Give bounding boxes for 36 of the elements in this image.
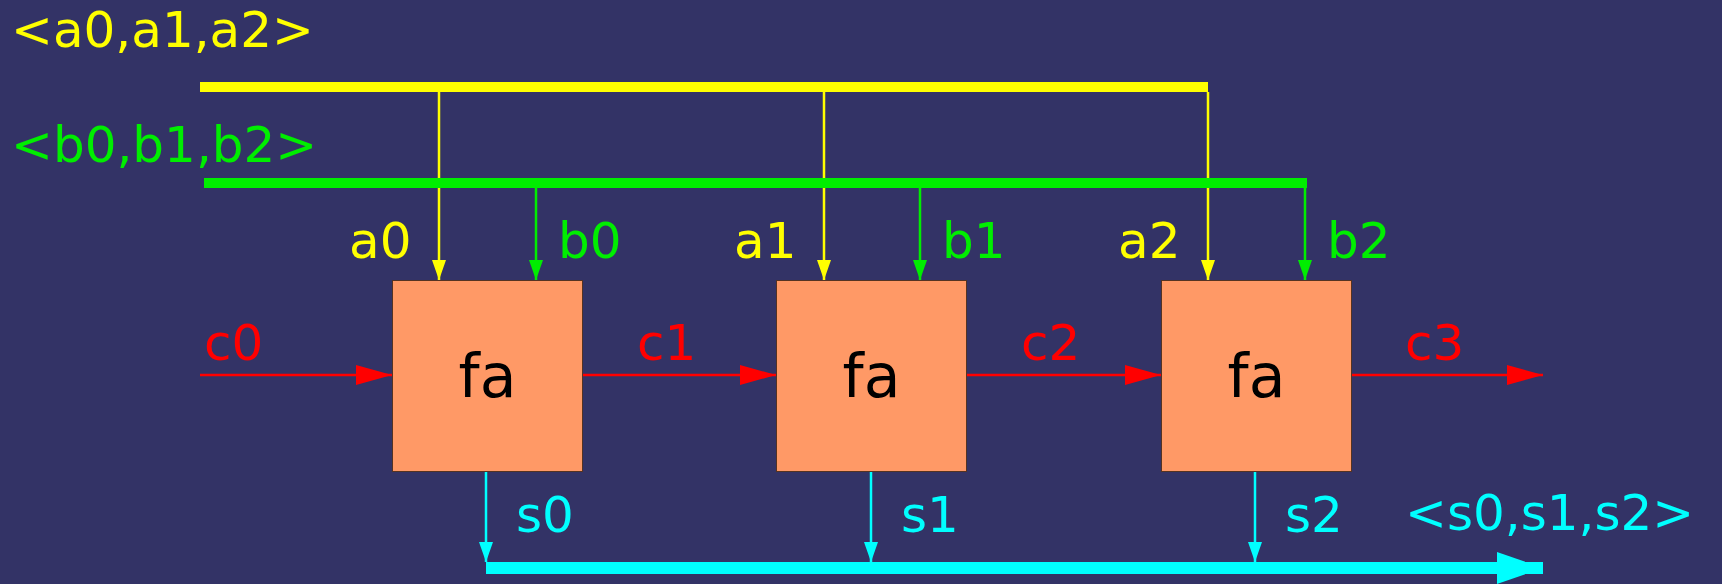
arrow	[432, 92, 446, 280]
edge-label: a2	[1118, 216, 1181, 266]
edge-label: c0	[204, 318, 264, 368]
arrow	[817, 92, 831, 280]
arrow	[200, 365, 392, 385]
arrow	[967, 365, 1161, 385]
bus-label: <b0,b1,b2>	[11, 120, 318, 170]
arrow	[1480, 552, 1543, 584]
arrow	[1201, 92, 1215, 280]
edge-label: a1	[734, 216, 797, 266]
edge-label: c1	[637, 318, 697, 368]
full-adder-box	[1161, 280, 1352, 472]
arrow	[583, 365, 776, 385]
edge-label: s1	[901, 490, 959, 540]
edge-label: b2	[1327, 216, 1391, 266]
edge-label: s2	[1285, 490, 1343, 540]
arrow	[1248, 472, 1262, 562]
bus-label: <a0,a1,a2>	[11, 5, 314, 55]
edge-label: c3	[1405, 318, 1465, 368]
arrow	[864, 472, 878, 562]
arrow	[529, 188, 543, 280]
full-adder-box	[776, 280, 967, 472]
arrow	[479, 472, 493, 562]
box-label: fa	[842, 346, 901, 406]
edge-label: b1	[942, 216, 1006, 266]
arrow	[913, 188, 927, 280]
edge-label: b0	[558, 216, 622, 266]
box-label: fa	[458, 346, 517, 406]
bus-label: <s0,s1,s2>	[1405, 488, 1695, 538]
edge-label: s0	[516, 490, 574, 540]
full-adder-box	[392, 280, 583, 472]
arrow	[1352, 365, 1543, 385]
edge-label: c2	[1021, 318, 1081, 368]
edge-label: a0	[349, 216, 412, 266]
box-label: fa	[1227, 346, 1286, 406]
arrow	[1298, 188, 1312, 280]
